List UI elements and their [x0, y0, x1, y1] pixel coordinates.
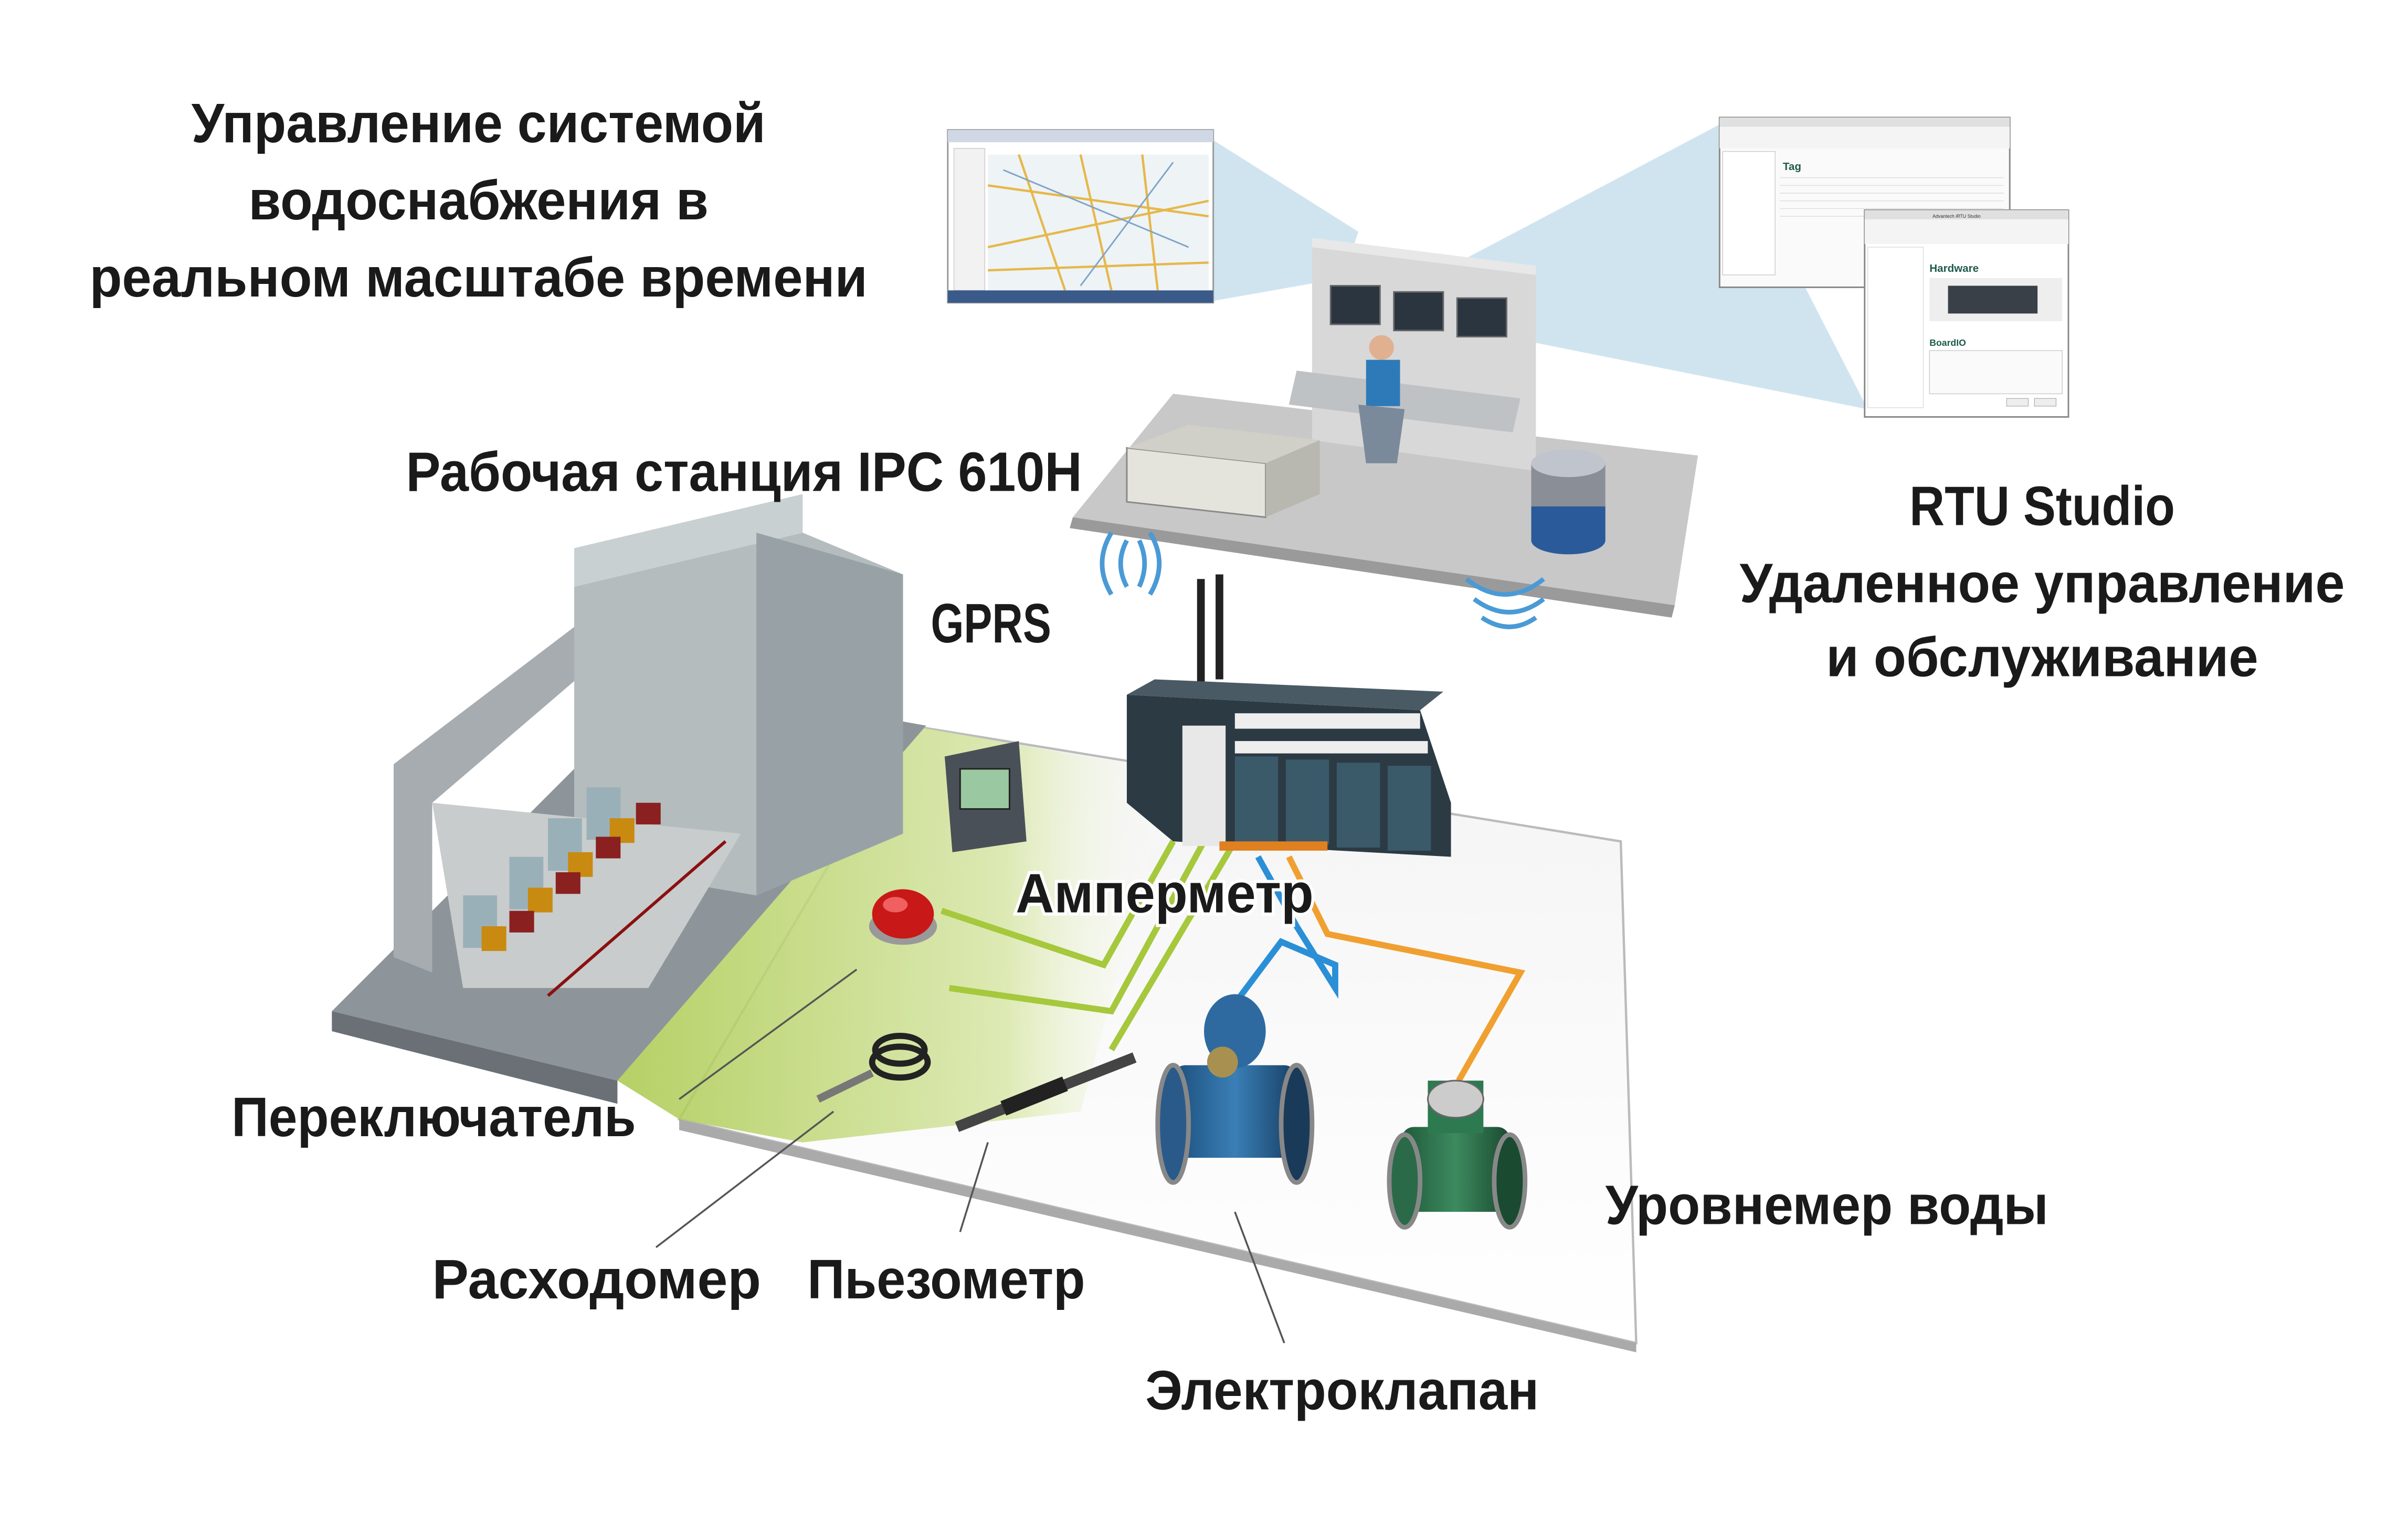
label-water-level-meter: Уровнемер воды: [1606, 1175, 2048, 1236]
window-title: Advantech iRTU Studio: [1932, 214, 1981, 219]
solenoid-valve-device: [1155, 994, 1315, 1185]
title-line-2: водоснабжения в: [249, 170, 709, 231]
label-gprs: GPRS: [931, 592, 1051, 654]
wires: [941, 840, 1526, 1083]
label-flowmeter: Расходомер: [432, 1249, 761, 1310]
screen-beam-right: [1443, 123, 1868, 409]
database-icon: [1531, 449, 1606, 555]
label-maintenance: и обслуживание: [1826, 627, 2258, 689]
ipc-610h-workstation: [1126, 425, 1320, 519]
boardio-heading: BoardIO: [1929, 337, 1966, 348]
adam-3660-rtu-device: [1126, 574, 1451, 857]
diagram-title: Управление системой водоснабжения в реал…: [90, 92, 868, 309]
wire-level: [1286, 855, 1526, 1083]
water-level-meter-device: [1387, 1080, 1528, 1230]
field-floor-edge: [679, 1119, 1636, 1352]
label-switch: Переключатель: [231, 1086, 636, 1148]
pump-house-building: [332, 494, 926, 1104]
ammeter-device: [944, 741, 1027, 852]
flowmeter-device: [816, 1032, 931, 1103]
label-rtu-studio: RTU Studio: [1909, 475, 2175, 537]
tag-heading: Tag: [1783, 161, 1801, 173]
switch-device: [869, 889, 937, 945]
label-solenoid-valve: Электроклапан: [1145, 1360, 1539, 1422]
wire-piezometer: [1108, 840, 1238, 1052]
wire-flowmeter: [948, 840, 1207, 1015]
label-workstation: Рабочая станция IPC 610H: [406, 441, 1082, 503]
label-piezometer: Пьезометр: [807, 1249, 1085, 1310]
label-remote-control: Удаленное управление: [1740, 552, 2345, 614]
title-line-1: Управление системой: [192, 92, 766, 154]
hardware-heading: Hardware: [1929, 262, 1979, 274]
label-ammeter: Амперметр: [1016, 863, 1314, 925]
leader-lines: [655, 968, 1285, 1343]
title-line-3: реальном масштабе времени: [90, 247, 868, 309]
wire-switch: [941, 840, 1176, 969]
control-room: [1070, 238, 1698, 629]
rtu-studio-hardware-window: Advantech iRTU Studio Hardware BoardIO: [1864, 209, 2069, 418]
piezometer-device: [955, 1052, 1137, 1132]
wireless-signal-icon: [1100, 531, 1545, 629]
wire-valve: [1232, 855, 1338, 1006]
scada-map-screenshot: [947, 129, 1214, 304]
